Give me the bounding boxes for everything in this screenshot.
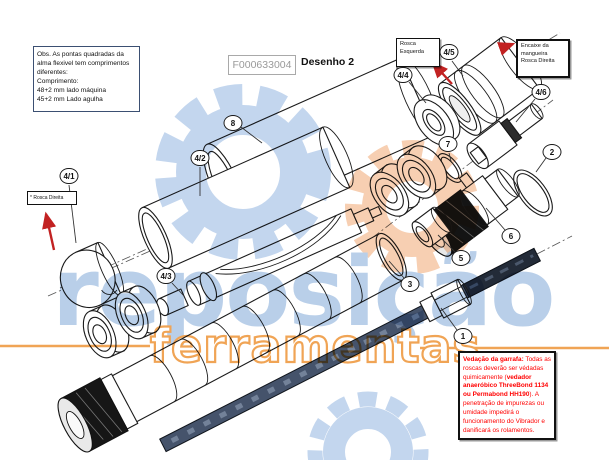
part-bearing-left-b [114, 285, 162, 340]
gear-watermark-blue [155, 84, 331, 260]
callout-1: 1 [453, 328, 473, 344]
watermark: reposição ferramentas [0, 84, 609, 460]
callout-3: 3 [400, 276, 420, 292]
part-bottle-3 [57, 232, 407, 453]
label-line: mangueira [521, 50, 548, 57]
warning-seg1: Vedação da garrafa: [463, 356, 524, 363]
label-line: Rosca Direita [521, 58, 555, 65]
label-encaixe-mangueira: Encaixe da mangueira Rosca Direita [516, 39, 570, 78]
note-line: Obs. As pontas quadradas da [37, 51, 124, 58]
callout-4-5: 4/5 [439, 44, 459, 60]
callout-6: 6 [501, 228, 521, 244]
warning-box: Vedação da garrafa: Todas as roscas deve… [458, 351, 556, 441]
callout-8: 8 [223, 115, 243, 131]
warning-seg2: Todas as roscas deverão ser védadas quim… [463, 356, 551, 381]
leader-lines [68, 60, 547, 331]
callout-5: 5 [451, 250, 471, 266]
watermark-line2: ferramentas [150, 319, 481, 373]
gear-watermark-blue-bottom [307, 391, 429, 460]
callout-4-1: 4/1 [59, 168, 79, 184]
note-line: alma flexivel tem comprimentos [37, 60, 130, 68]
watermark-line1: reposição [52, 238, 553, 348]
callout-4-2: 4/2 [190, 150, 210, 166]
label-line: Encaixe da [521, 43, 549, 49]
callout-7: 7 [438, 136, 458, 152]
label-rosca-esquerda: Rosca Esquerda [396, 38, 440, 67]
note-line: diferentes: [37, 69, 68, 77]
label-line: * Rosca Direita [30, 194, 64, 201]
part-seal-ring-4-4 [413, 94, 461, 146]
part-oring-2 [513, 169, 553, 217]
note-box: Obs. As pontas quadradas da alma flexive… [33, 46, 140, 112]
arrow-to-rosca-direita [42, 211, 57, 251]
callout-4-6: 4/6 [531, 84, 551, 100]
callout-2: 2 [542, 144, 562, 160]
label-line: Esquerda [400, 48, 424, 55]
warning-seg3: vedador anaeróbico ThreeBond 1134 ou Per… [463, 373, 549, 399]
part-nose-cap-4-1 [59, 241, 124, 309]
label-line: Rosca [400, 41, 416, 47]
drawing-title: Desenho 2 [301, 56, 355, 68]
drawing-code-box: F000633004 [228, 55, 296, 75]
callout-4-3: 4/3 [156, 268, 176, 284]
label-rosca-direita: * Rosca Direita [27, 191, 77, 205]
note-line: Comprimento: [37, 78, 79, 86]
arrow-to-encaixe [497, 42, 516, 56]
note-line: 45+2 mm Lado agulha [37, 96, 103, 104]
gear-watermark-orange [345, 140, 479, 274]
part-drive-shaft-4-6 [466, 103, 544, 170]
drawing-code: F000633004 [232, 59, 292, 71]
callout-4-4: 4/4 [393, 67, 413, 83]
note-line: 48+2 mm lado máquina [37, 87, 107, 95]
warning-seg4: ). A penetração de impurezas ou umidade … [463, 391, 545, 434]
